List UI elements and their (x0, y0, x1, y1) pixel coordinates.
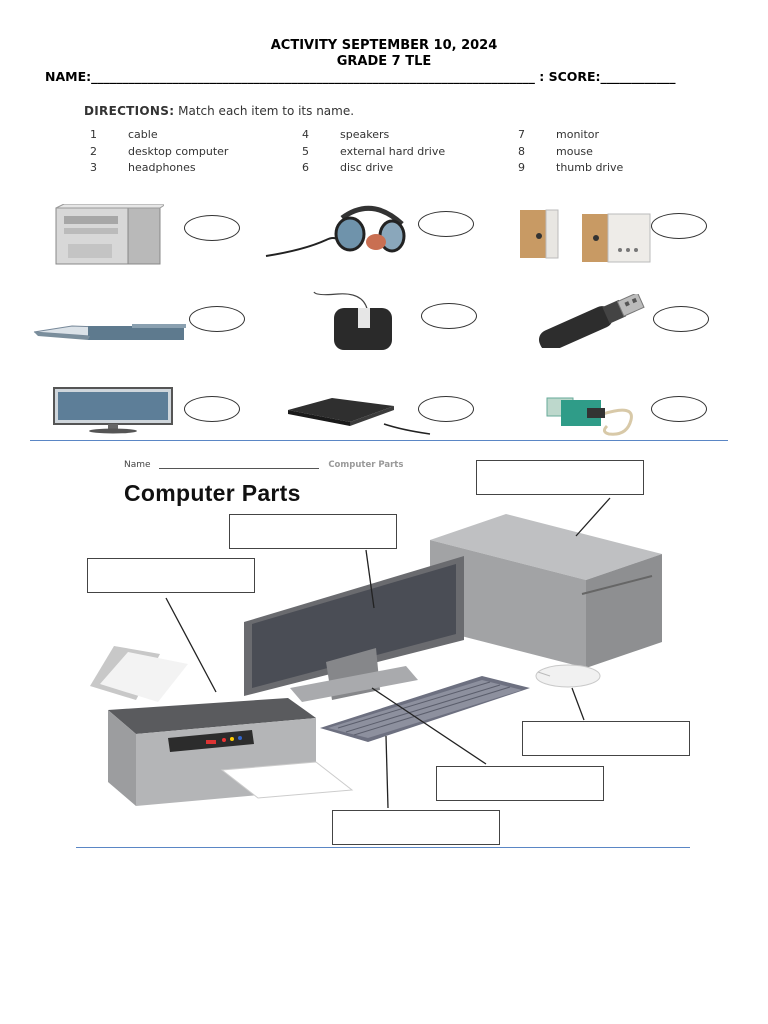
directions-label: DIRECTIONS: (84, 104, 175, 118)
label-box-mouse[interactable] (522, 721, 690, 756)
monitor-image (52, 386, 174, 434)
external-hard-drive-image (284, 392, 432, 436)
answer-oval[interactable] (184, 215, 240, 241)
label-box-monitor[interactable] (229, 514, 397, 549)
answer-oval[interactable] (189, 306, 245, 332)
answer-oval[interactable] (418, 211, 474, 237)
activity-title: ACTIVITY SEPTEMBER 10, 2024 (270, 38, 498, 53)
answer-oval[interactable] (651, 396, 707, 422)
worksheet-subtitle: Computer Parts (328, 460, 404, 470)
label-box-system-unit[interactable] (476, 460, 644, 495)
computer-parts-worksheet: Name Computer Parts Computer Parts (76, 452, 696, 847)
answer-oval[interactable] (184, 396, 240, 422)
headphones-image (264, 204, 414, 260)
speakers-image (516, 206, 656, 264)
thumb-drive-image (533, 291, 649, 352)
mouse-image (312, 290, 394, 352)
label-box-keyboard[interactable] (332, 810, 500, 845)
label-box-monitor-stand[interactable] (436, 766, 604, 801)
divider-line (76, 847, 690, 848)
label-box-printer[interactable] (87, 558, 255, 593)
directions: DIRECTIONS: Match each item to its name. (84, 104, 354, 118)
worksheet-name-line: Name Computer Parts (124, 460, 403, 470)
answer-oval[interactable] (418, 396, 474, 422)
answer-oval[interactable] (653, 306, 709, 332)
desktop-computer-image (52, 203, 168, 266)
divider-line (30, 440, 728, 441)
cable-image (543, 390, 649, 440)
worksheet-name-label: Name (124, 460, 151, 470)
directions-text: Match each item to its name. (174, 104, 355, 118)
grade-label: GRADE 7 TLE (336, 54, 432, 69)
worksheet-title: Computer Parts (124, 480, 301, 506)
disc-drive-image (32, 318, 188, 344)
computer-parts-illustration (90, 475, 662, 809)
answer-oval[interactable] (651, 213, 707, 239)
answer-oval[interactable] (421, 303, 477, 329)
name-score-line[interactable]: NAME:___________________________________… (45, 69, 676, 84)
